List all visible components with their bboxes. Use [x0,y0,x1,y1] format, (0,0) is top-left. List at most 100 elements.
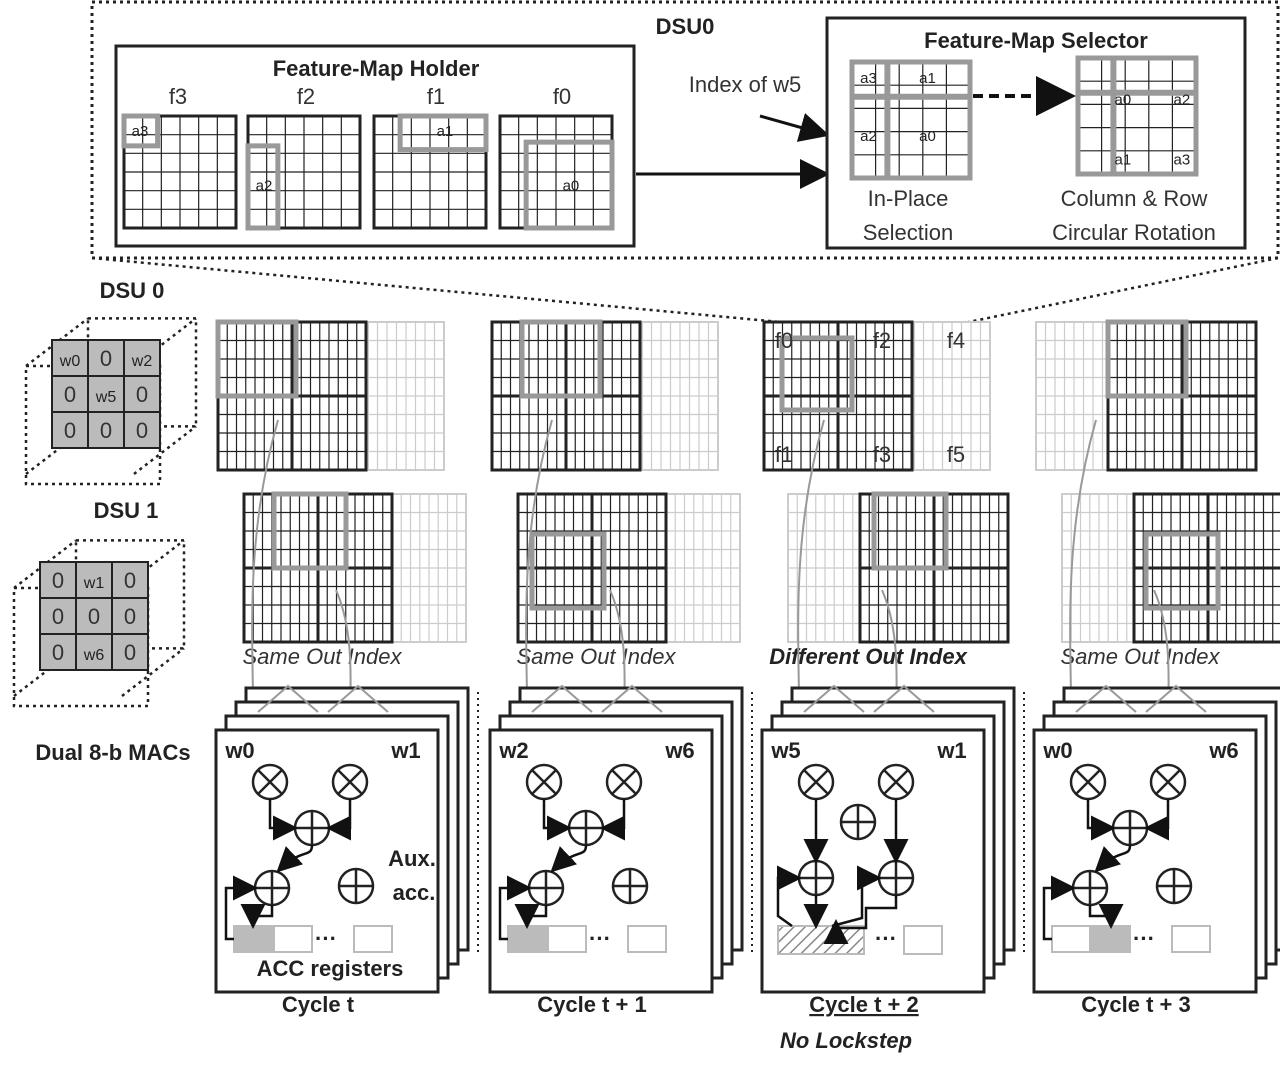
kernel-value-0: 0 [64,418,76,443]
acc-dots: ··· [875,926,897,951]
holder-grid-f2 [246,114,362,230]
mac-weight-left: w0 [224,738,254,763]
dsu1-window [1143,531,1221,611]
kernel-cell [51,411,89,449]
acc-register [353,925,393,953]
selector-right-cell-a3: a3 [1173,152,1190,169]
selector-left-grid [851,61,971,179]
dsu1-light-grid [391,493,467,643]
holder-grid-f1 [372,114,488,230]
kernel-value-0: 0 [124,568,136,593]
acc-register [903,925,943,955]
kernel-cell [111,597,149,635]
dsu0-zoom-panel: DSU0 Feature-Map Holder f3a3f2a2f1a1f0a0… [90,0,1280,332]
holder-map-label-f2: f2 [297,84,315,109]
no-lockstep-note: No Lockstep [780,1028,912,1053]
selector-left-caption-1: In-Place [868,186,949,211]
holder-map-label-f1: f1 [427,84,445,109]
mac-weight-left: w0 [1042,738,1072,763]
cycle-label: Cycle t [282,992,355,1017]
zoom-title: DSU0 [656,14,715,39]
dual-macs-label: Dual 8-b MACs [35,740,190,765]
kernel-value-w2: w2 [131,353,153,370]
kernel-cell [87,411,125,449]
kernel-value-0: 0 [52,568,64,593]
selector-right-caption-2: Circular Rotation [1052,220,1216,245]
selector-right-caption-1: Column & Row [1061,186,1208,211]
mac-weight-right: w1 [390,738,420,763]
dsu0-window [215,319,299,399]
mac-weight-right: w1 [936,738,966,763]
mac-weight-right: w6 [664,738,694,763]
kernel-value-w1: w1 [83,575,105,592]
fmap-label-f1: f1 [775,442,793,467]
selector-title: Feature-Map Selector [924,28,1148,53]
dsu0-window [1105,319,1189,399]
kernel-cell [111,561,149,599]
cycle-column-1: Same Out Index w0 w1 ··· Aux. acc. ACC registe… [214,319,479,1017]
dsu1-light-grid [1061,493,1137,643]
kernel-value-0: 0 [100,418,112,443]
fmap-label-f3: f3 [873,442,891,467]
kernel-value-w6: w6 [83,647,105,664]
dsu1-label: DSU 1 [94,498,159,523]
kernel-value-0: 0 [136,382,148,407]
kernel-cell [51,375,89,413]
holder-cell-a1: a1 [437,123,454,140]
acc-dots: ··· [315,926,337,951]
cycle-label: Cycle t + 2 [809,992,918,1017]
dsu1-light-grid [665,493,741,643]
mac-weight-right: w6 [1208,738,1238,763]
selector-left-cell-a0: a0 [919,128,936,145]
kernel-value-0: 0 [88,604,100,629]
dsu0-window [779,335,855,413]
out-index-text: Different Out Index [769,644,967,669]
selector-right-cell-a2: a2 [1173,91,1190,108]
holder-highlight-a0 [523,139,615,231]
dsu0-light-grid [641,321,719,471]
holder-highlight-a3 [121,113,161,149]
selector-right-cell-a1: a1 [1114,152,1131,169]
kernel-cell [39,633,77,671]
acc-register [627,925,667,953]
holder-cell-a3: a3 [132,123,149,140]
kernel-value-0: 0 [64,382,76,407]
kernel-value-0: 0 [52,640,64,665]
acc-register [1051,925,1091,953]
kernel-value-w0: w0 [59,353,81,370]
kernel-value-0: 0 [100,346,112,371]
fmap-label-f4: f4 [947,328,965,353]
selector-left-cell-a2: a2 [860,128,877,145]
selector-left-caption-2: Selection [863,220,954,245]
dsu1-window [529,531,607,611]
dsu1-window [271,491,349,571]
acc-dots: ··· [1133,926,1155,951]
kernel-value-0: 0 [136,418,148,443]
fmap-label-f0: f0 [775,328,793,353]
holder-cell-a2: a2 [256,178,273,195]
kernel-value-0: 0 [124,604,136,629]
holder-grid-f3 [122,114,238,230]
holder-map-label-f3: f3 [169,84,187,109]
aux-acc-label-1: Aux. [388,846,436,871]
acc-register [1091,925,1131,953]
kernel-value-0: 0 [52,604,64,629]
kernel-value-w5: w5 [95,389,117,406]
out-index-text: Same Out Index [243,644,403,669]
dsu0-light-grid [367,321,445,471]
fmap-label-f2: f2 [873,328,891,353]
acc-dots: ··· [589,926,611,951]
holder-highlight-a1 [397,113,489,153]
selector-right-cell-a0: a0 [1114,91,1131,108]
acc-register [1171,925,1211,953]
holder-grid-f0 [498,114,614,230]
acc-registers-label: ACC registers [257,956,404,981]
aux-acc-label-2: acc. [393,880,436,905]
